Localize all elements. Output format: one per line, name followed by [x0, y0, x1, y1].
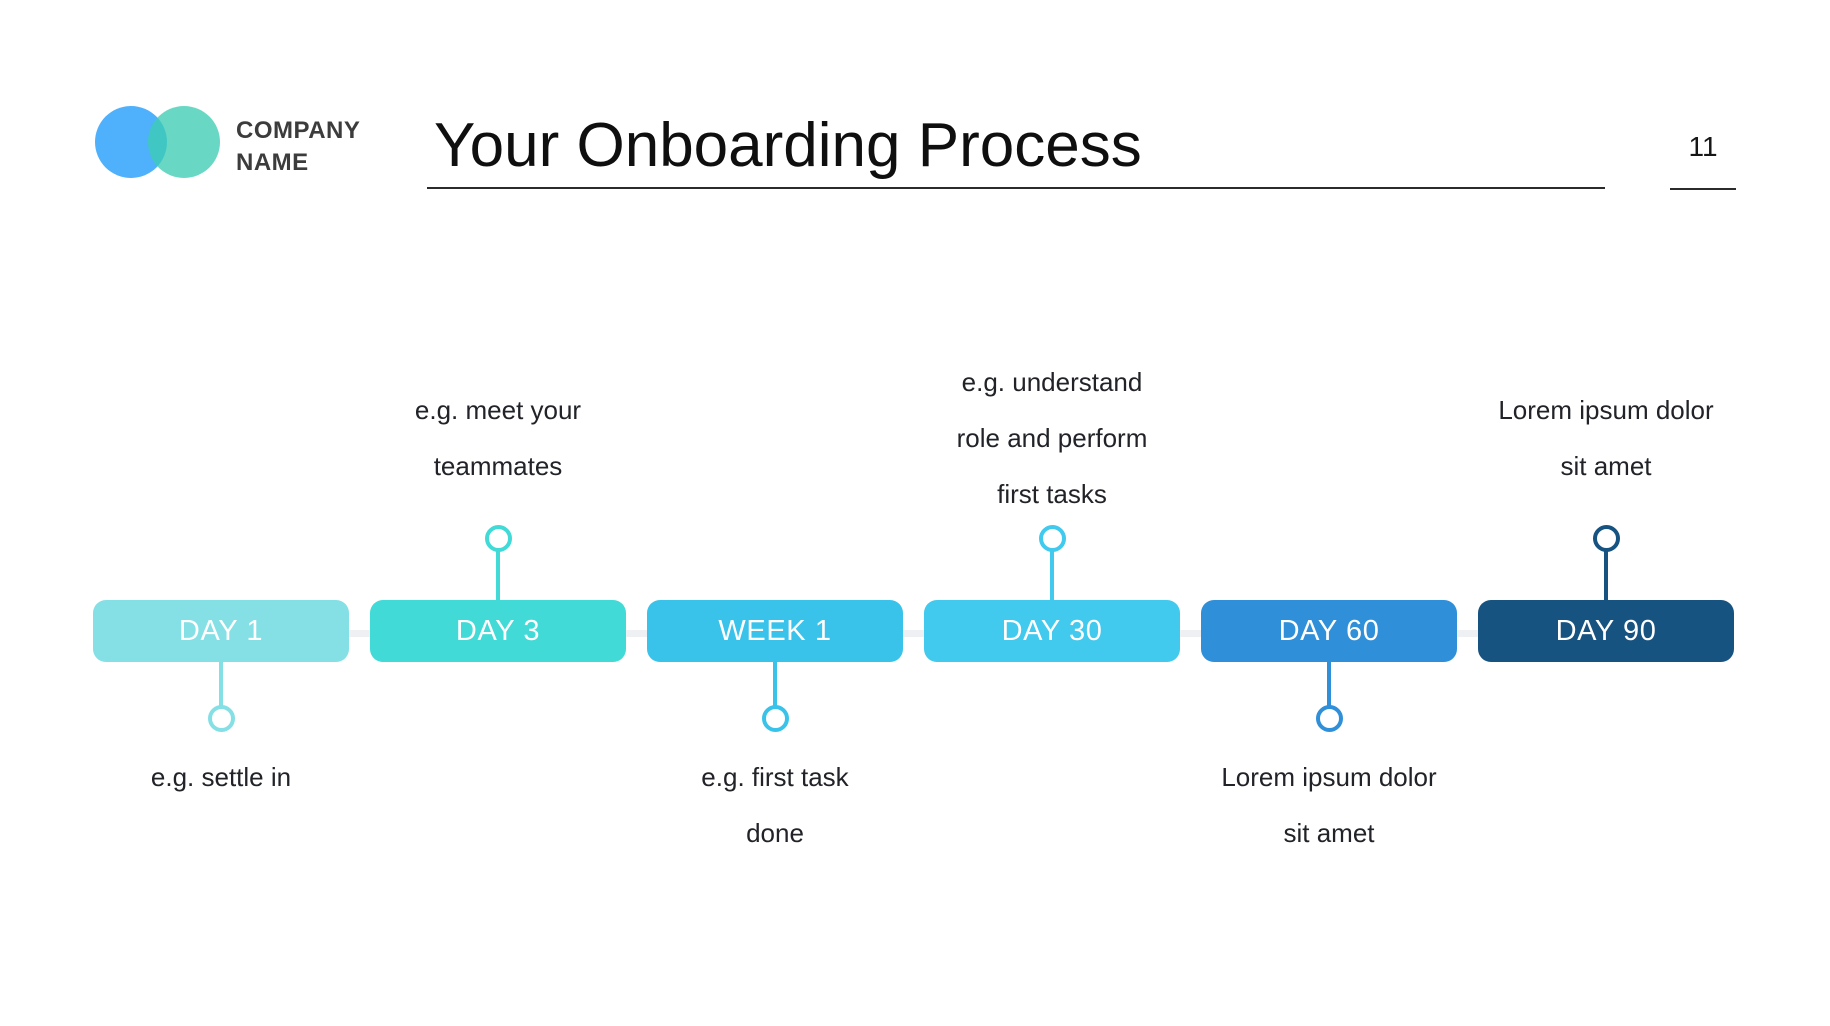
connector-dot-icon: [1316, 705, 1343, 732]
stage-note: e.g. settle in: [151, 749, 291, 805]
connector-line: [773, 661, 777, 708]
connector-dot-icon: [485, 525, 512, 552]
note-line: role and perform: [956, 423, 1148, 453]
stage-label: DAY 90: [1555, 614, 1657, 647]
stage-label: DAY 3: [455, 614, 541, 647]
stage-label: DAY 30: [1001, 614, 1103, 647]
note-line: e.g. meet your: [414, 395, 582, 425]
note-line: Lorem ipsum dolor: [1221, 762, 1437, 792]
stage-note: e.g. meet your teammates: [415, 382, 581, 494]
stage-box: WEEK 1: [647, 600, 903, 662]
company-name-line2: NAME: [236, 149, 309, 176]
connector-dot-icon: [1039, 525, 1066, 552]
page-title: Your Onboarding Process: [434, 111, 1142, 180]
timeline-stage: e.g. understand role and perform first tas…: [924, 0, 1180, 1026]
company-name-line1: COMPANY: [236, 117, 361, 144]
timeline-stage: Lorem ipsum dolor sit amet DAY 90: [1478, 0, 1734, 1026]
connector-dot-icon: [208, 705, 235, 732]
note-line: Lorem ipsum dolor: [1498, 395, 1714, 425]
note-line: first tasks: [997, 479, 1107, 509]
stage-note: Lorem ipsum dolor sit amet: [1221, 749, 1436, 861]
page-number: 11: [1688, 131, 1718, 162]
title-underline: [427, 187, 1605, 189]
stage-note: Lorem ipsum dolor sit amet: [1498, 382, 1713, 494]
connector-line: [1050, 550, 1054, 602]
connector-dot-icon: [762, 705, 789, 732]
stage-box: DAY 3: [370, 600, 626, 662]
note-line: sit amet: [1283, 818, 1375, 848]
connector-line: [1604, 550, 1608, 602]
note-line: e.g. first task: [701, 762, 849, 792]
stage-label: DAY 1: [178, 614, 264, 647]
note-line: e.g. understand: [961, 367, 1143, 397]
note-line: done: [746, 818, 804, 848]
timeline-stage: e.g. settle in DAY 1: [93, 0, 349, 1026]
timeline-stage: e.g. meet your teammates DAY 3: [370, 0, 626, 1026]
stage-box: DAY 90: [1478, 600, 1734, 662]
timeline-stage: e.g. first task done WEEK 1: [647, 0, 903, 1026]
connector-line: [496, 550, 500, 602]
timeline-rail: [160, 630, 1670, 637]
timeline-stage: Lorem ipsum dolor sit amet DAY 60: [1201, 0, 1457, 1026]
note-line: sit amet: [1560, 451, 1652, 481]
company-name: COMPANY NAME: [236, 115, 360, 179]
connector-line: [219, 661, 223, 708]
logo-teal-circle-icon: [148, 106, 220, 178]
page-number-underline: [1670, 188, 1736, 190]
stage-box: DAY 1: [93, 600, 349, 662]
stage-label: DAY 60: [1278, 614, 1380, 647]
note-line: e.g. settle in: [150, 762, 292, 792]
connector-dot-icon: [1593, 525, 1620, 552]
connector-line: [1327, 661, 1331, 708]
stage-label: WEEK 1: [718, 614, 832, 647]
stage-box: DAY 60: [1201, 600, 1457, 662]
note-line: teammates: [433, 451, 563, 481]
stage-box: DAY 30: [924, 600, 1180, 662]
stage-note: e.g. first task done: [701, 749, 848, 861]
stage-note: e.g. understand role and perform first tas…: [957, 354, 1148, 522]
